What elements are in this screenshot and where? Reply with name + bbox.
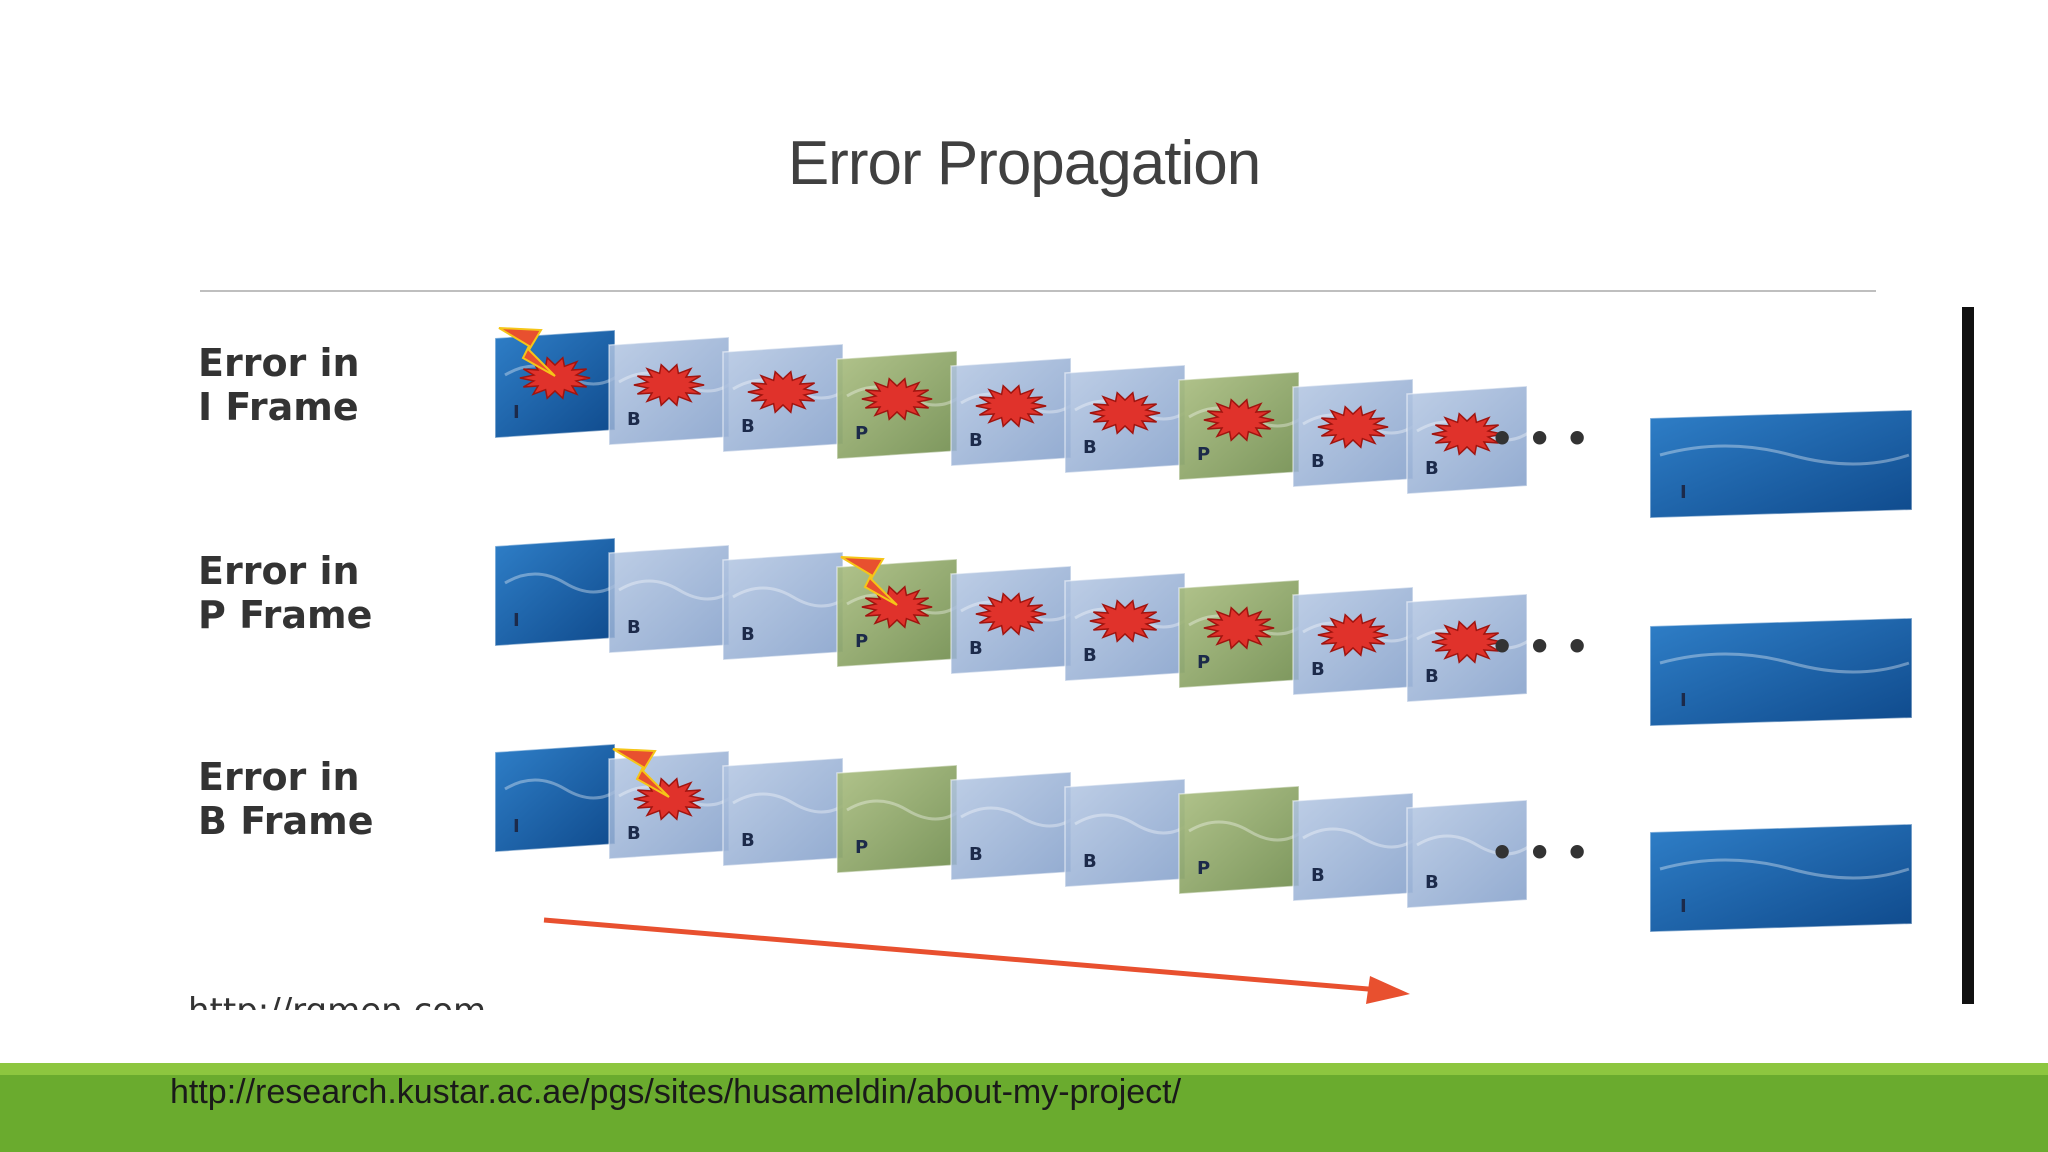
frame-b: B [950,771,1076,881]
error-burst-icon [1203,398,1275,442]
frame-b: B [1292,792,1418,902]
error-burst-icon [1317,405,1389,449]
frame-i: I [1649,409,1913,519]
frame-letter: P [1197,652,1210,673]
error-burst-icon [1431,412,1503,456]
frame-b: B [608,544,734,654]
frame-letter: P [855,423,868,444]
frame-letter: B [969,638,983,659]
frame-b: B [722,551,848,661]
error-burst-icon [519,356,591,400]
frame-letter: B [741,830,755,851]
slide-title: Error Propagation [787,129,1261,198]
frame-letter: I [1680,482,1687,503]
frame-letter: B [627,823,641,844]
error-burst-icon [975,384,1047,428]
row-label-line1: Error in [198,341,360,385]
frame-letter: B [741,416,755,437]
error-burst-icon [747,370,819,414]
row-label-line1: Error in [198,549,360,593]
error-burst-icon [633,363,705,407]
title-divider [200,290,1876,292]
frame-letter: B [1311,865,1325,886]
frame-letter: I [1680,690,1687,711]
error-burst-icon [1317,613,1389,657]
frame-letter: P [855,631,868,652]
ellipsis: • • • [1490,625,1589,669]
frame-p: P [1178,785,1304,895]
frame-letter: I [513,610,520,631]
frame-letter: B [1083,645,1097,666]
footer-band [0,1075,2048,1152]
time-arrow [543,917,1410,1004]
error-burst-icon [1089,391,1161,435]
frame-letter: I [513,816,520,837]
frame-letter: B [627,617,641,638]
frame-letter: P [1197,444,1210,465]
right-border-bar [1962,307,1974,1004]
ellipsis: • • • [1490,831,1589,875]
frame-b: B [1406,799,1532,909]
frame-letter: I [1680,896,1687,917]
lightning-bolt-icon [840,556,898,606]
image-source-text: http://rgmen.com [188,991,486,1010]
frame-letter: B [1311,659,1325,680]
frame-letter: B [1425,872,1439,893]
lightning-bolt-icon [498,327,556,377]
frame-letter: B [1083,851,1097,872]
ellipsis: • • • [1490,417,1589,461]
error-burst-icon [633,777,705,821]
frame-letter: B [627,409,641,430]
frame-i: I [1649,823,1913,933]
frame-letter: B [969,844,983,865]
frame-letter: P [1197,858,1210,879]
frame-letter: B [1083,437,1097,458]
error-burst-icon [1203,606,1275,650]
frame-b: B [722,757,848,867]
error-burst-icon [861,377,933,421]
frame-letter: B [1425,458,1439,479]
footer-band-light [0,1063,2048,1075]
frame-letter: B [1425,666,1439,687]
frame-letter: P [855,837,868,858]
row-label-line2: P Frame [198,593,372,637]
error-burst-icon [1089,599,1161,643]
frame-letter: I [513,402,520,423]
row-label-line1: Error in [198,755,360,799]
frame-b: B [1064,778,1190,888]
frame-letter: B [1311,451,1325,472]
frame-i: I [1649,617,1913,727]
row-label-line2: I Frame [198,385,359,429]
frame-letter: B [741,624,755,645]
row-label-line2: B Frame [198,799,373,843]
frame-i: I [494,537,620,647]
error-burst-icon [975,592,1047,636]
frame-p: P [836,764,962,874]
error-burst-icon [1431,620,1503,664]
lightning-bolt-icon [612,748,670,798]
error-burst-icon [861,585,933,629]
frame-letter: B [969,430,983,451]
footer-url: http://research.kustar.ac.ae/pgs/sites/h… [170,1073,1182,1111]
frame-i: I [494,743,620,853]
